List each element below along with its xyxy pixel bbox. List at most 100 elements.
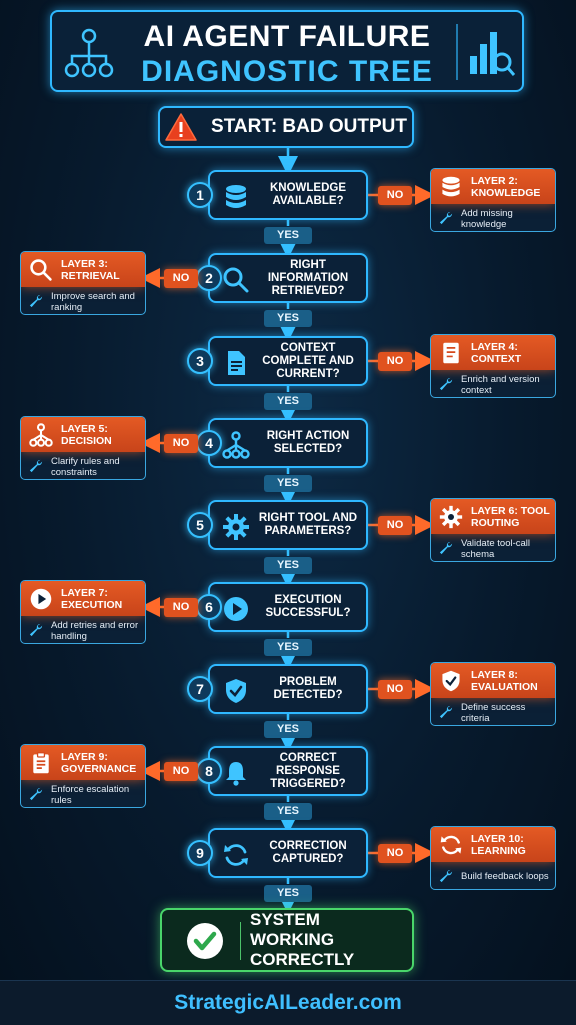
step-number-badge: 8 [196,758,222,784]
wrench-icon [439,541,453,555]
step-number-badge: 4 [196,430,222,456]
yes-label: YES [264,227,312,244]
search-icon [30,259,52,281]
final-divider [240,922,241,960]
step-number-badge: 9 [187,840,213,866]
no-label: NO [378,186,412,205]
final-label: SYSTEM WORKING CORRECTLY [250,910,355,969]
question-box[interactable]: CONTEXT COMPLETE AND CURRENT? [208,336,368,386]
step-number-badge: 3 [187,348,213,374]
layer-card-header: LAYER 3: RETRIEVAL [21,252,145,287]
no-label: NO [164,762,198,781]
layer-card[interactable]: LAYER 9: GOVERNANCE Enforce escalation r… [20,744,146,808]
step-number-badge: 1 [187,182,213,208]
layer-title: LAYER 10: LEARNING [471,832,526,857]
yes-label: YES [264,885,312,902]
search-icon [223,267,249,293]
play-icon [30,588,52,610]
question-box[interactable]: CORRECTION CAPTURED? [208,828,368,878]
question-box[interactable]: RIGHT INFORMATION RETRIEVED? [208,253,368,303]
layer-action: Add missing knowledge [461,207,513,230]
warning-icon [165,113,197,141]
shield-check-icon [442,670,460,692]
question-box[interactable]: PROBLEM DETECTED? [208,664,368,714]
layer-action: Enforce escalation rules [51,783,130,806]
yes-label: YES [264,803,312,820]
document-list-icon [443,342,459,364]
database-icon [226,185,246,208]
wrench-icon [439,377,453,391]
layer-action: Validate tool-call schema [461,537,531,560]
no-label: NO [378,680,412,699]
no-label: NO [164,598,198,617]
question-box[interactable]: EXECUTION SUCCESSFUL? [208,582,368,632]
no-label: NO [378,352,412,371]
layer-card[interactable]: LAYER 5: DECISION Clarify rules and cons… [20,416,146,480]
bell-icon [226,762,246,786]
check-circle-icon [187,923,223,959]
yes-label: YES [264,475,312,492]
layer-card-body: Improve search and ranking [21,287,145,314]
start-node: START: BAD OUTPUT [158,106,414,148]
layer-card-header: LAYER 7: EXECUTION [21,581,145,616]
layer-card-body: Validate tool-call schema [431,534,555,561]
layer-card-body: Define success criteria [431,698,555,725]
footer-site[interactable]: StrategicAILeader.com [0,980,576,1025]
clipboard-icon [33,752,49,774]
question-text: RIGHT ACTION SELECTED? [266,430,350,455]
layer-card[interactable]: LAYER 4: CONTEXT Enrich and version cont… [430,334,556,398]
wrench-icon [439,211,453,225]
no-label: NO [164,269,198,288]
layer-card[interactable]: LAYER 10: LEARNING Build feedback loops [430,826,556,890]
refresh-icon [440,835,462,855]
step-number-badge: 2 [196,265,222,291]
no-label: NO [378,516,412,535]
wrench-icon [439,705,453,719]
question-text: RIGHT INFORMATION RETRIEVED? [267,258,349,297]
yes-label: YES [264,393,312,410]
question-text: RIGHT TOOL AND PARAMETERS? [258,512,358,537]
layer-action: Enrich and version context [461,373,540,396]
layer-title: LAYER 9: GOVERNANCE [61,750,137,775]
layer-card[interactable]: LAYER 7: EXECUTION Add retries and error… [20,580,146,644]
layer-card-header: LAYER 9: GOVERNANCE [21,745,145,780]
step-number-badge: 5 [187,512,213,538]
question-box[interactable]: KNOWLEDGE AVAILABLE? [208,170,368,220]
database-icon [442,176,460,197]
layer-card-body: Enforce escalation rules [21,780,145,807]
layer-card[interactable]: LAYER 6: TOOL ROUTING Validate tool-call… [430,498,556,562]
layer-card-header: LAYER 5: DECISION [21,417,145,452]
layer-action: Build feedback loops [461,871,549,882]
question-text: EXECUTION SUCCESSFUL? [265,594,351,619]
wrench-icon [29,459,43,473]
layer-action: Define success criteria [461,701,526,724]
yes-label: YES [264,557,312,574]
question-text: CONTEXT COMPLETE AND CURRENT? [262,341,354,380]
wrench-icon [29,787,43,801]
no-label: NO [378,844,412,863]
layer-title: LAYER 6: TOOL ROUTING [471,504,550,529]
question-box[interactable]: CORRECT RESPONSE TRIGGERED? [208,746,368,796]
question-box[interactable]: RIGHT ACTION SELECTED? [208,418,368,468]
question-text: PROBLEM DETECTED? [273,676,343,701]
layer-card[interactable]: LAYER 2: KNOWLEDGE Add missing knowledge [430,168,556,232]
layer-card-header: LAYER 8: EVALUATION [431,663,555,698]
layer-title: LAYER 3: RETRIEVAL [61,257,120,282]
decision-branch-icon [29,423,53,447]
start-label: START: BAD OUTPUT [211,116,407,137]
question-box[interactable]: RIGHT TOOL AND PARAMETERS? [208,500,368,550]
layer-action: Add retries and error handling [51,619,139,642]
document-icon [228,351,245,375]
shield-check-icon [226,679,246,703]
layer-title: LAYER 8: EVALUATION [471,668,538,693]
play-icon [224,597,248,621]
layer-card[interactable]: LAYER 3: RETRIEVAL Improve search and ra… [20,251,146,315]
layer-card[interactable]: LAYER 8: EVALUATION Define success crite… [430,662,556,726]
step-number-badge: 7 [187,676,213,702]
layer-card-header: LAYER 10: LEARNING [431,827,555,862]
layer-card-body: Add retries and error handling [21,616,145,643]
layer-title: LAYER 2: KNOWLEDGE [471,174,541,199]
page-title-line2: DIAGNOSTIC TREE [141,55,433,88]
layer-title: LAYER 7: EXECUTION [61,586,123,611]
page-title-line1: AI AGENT FAILURE [143,20,431,53]
